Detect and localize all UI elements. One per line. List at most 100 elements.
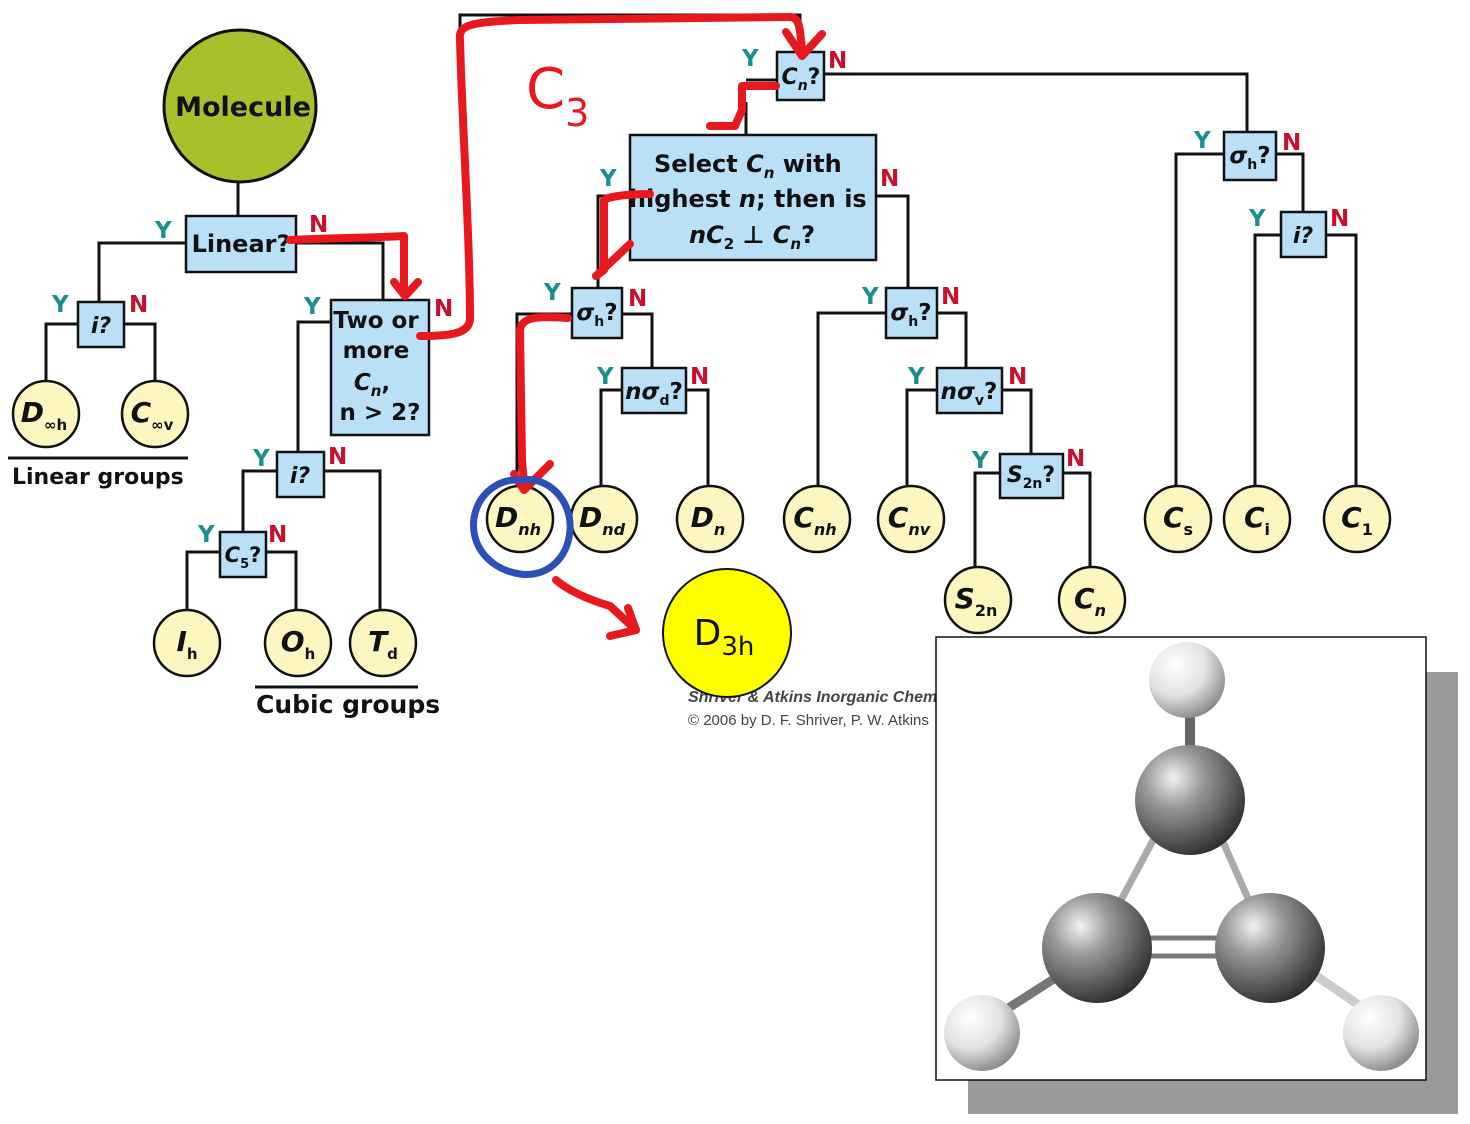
question-two-or-more: Two or more Cn, n > 2? (333, 308, 426, 426)
group-node-cnh (782, 484, 852, 554)
yes-label: Y (197, 522, 215, 548)
question-boxes (76, 50, 1328, 579)
yes-label: Y (596, 364, 614, 390)
group-label-cnh: Cnh (793, 501, 836, 539)
red-annotation-path (286, 13, 826, 640)
question-box-select-cn (628, 133, 878, 262)
yes-label: Y (907, 364, 925, 390)
hydrogen-atom (1149, 642, 1225, 718)
carbon-atom (1135, 745, 1245, 855)
question-box-i-cubic (275, 450, 326, 499)
yes-label: Y (51, 292, 69, 318)
question-box-s2n (998, 452, 1065, 500)
question-box-n-sigma-d (620, 366, 688, 415)
question-box-sigma-h-low (1222, 130, 1278, 182)
question-s2n: S2n? (1007, 463, 1055, 492)
yes-label: Y (971, 448, 989, 474)
no-label: N (1282, 130, 1301, 156)
question-texts: Cn? Linear? i? Two or more Cn, n > 2? i?… (91, 65, 1314, 572)
question-box-cn (775, 50, 826, 102)
question-n-sigma-v: nσv? (941, 379, 998, 409)
group-label-cn: Cn (1074, 582, 1106, 620)
group-node-ci (1222, 484, 1292, 554)
branch-labels: Y N Y N Y N Y N Y N Y N Y N Y N Y N Y N … (51, 46, 1349, 548)
caption-linear-groups: Linear groups (12, 465, 184, 490)
carbon-atom (1215, 893, 1325, 1003)
no-label: N (628, 286, 647, 312)
group-node-c1 (1322, 484, 1392, 554)
yes-label: Y (252, 446, 270, 472)
no-label: N (328, 444, 347, 470)
yes-label: Y (543, 280, 561, 306)
result-label-d3h: D3h (694, 613, 755, 662)
group-node-cn (1057, 565, 1127, 635)
question-box-i-low (1279, 210, 1328, 259)
group-label-oh: Oh (281, 625, 316, 663)
group-label-cinfv: C∞v (131, 396, 174, 434)
question-i-low: i? (1293, 224, 1314, 249)
question-i-linear: i? (91, 314, 112, 339)
group-label-dinfh: D∞h (21, 396, 67, 434)
group-label-ih: Ih (176, 625, 197, 663)
group-node-td (348, 608, 418, 678)
no-label: N (1330, 206, 1349, 232)
no-label: N (129, 292, 148, 318)
no-label: N (941, 284, 960, 310)
group-node-cinfv (120, 379, 190, 449)
group-node-ih (152, 608, 222, 678)
question-c5: C5? (225, 543, 262, 572)
question-box-linear (184, 214, 298, 274)
group-labels: D∞h C∞v Ih Oh Td Dnh Dnd Dn Cnh Cnv S2n … (21, 396, 1373, 663)
group-label-dn: Dn (691, 501, 726, 539)
no-label: N (309, 212, 328, 238)
yes-label: Y (1193, 128, 1211, 154)
question-box-i-linear (76, 300, 126, 349)
group-node-s2n (943, 565, 1013, 635)
hydrogen-atom (944, 995, 1020, 1071)
group-node-dinfh (11, 379, 81, 449)
no-label: N (880, 166, 899, 192)
question-box-two-or-more (329, 298, 431, 437)
group-label-dnh: Dnh (495, 501, 541, 539)
molecule-label: Molecule (175, 92, 311, 123)
group-circles (11, 379, 1392, 678)
no-label: N (268, 522, 287, 548)
group-node-cnv (876, 484, 946, 554)
yes-label: Y (1248, 206, 1266, 232)
yes-label: Y (154, 218, 172, 244)
group-label-s2n: S2n (955, 582, 998, 620)
question-select-cn: Select Cn with highest n; then is nC2 ⊥ … (629, 150, 875, 253)
question-box-sigma-h-dn (570, 286, 624, 340)
group-label-c1: C1 (1341, 501, 1373, 539)
group-label-ci: Ci (1244, 501, 1270, 539)
question-box-sigma-h-cn (884, 286, 939, 340)
blue-highlight-circle (470, 476, 574, 579)
tree-connectors (8, 13, 1358, 689)
yes-label: Y (741, 46, 759, 72)
yes-label: Y (861, 284, 879, 310)
no-label: N (828, 48, 847, 74)
group-label-cnv: Cnv (888, 501, 931, 539)
question-cn: Cn? (782, 65, 821, 94)
yes-label: Y (599, 166, 617, 192)
no-label: N (690, 364, 709, 390)
question-sigma-h-cn: σh? (890, 300, 931, 330)
caption-cubic-groups: Cubic groups (256, 690, 440, 719)
group-label-td: Td (368, 625, 398, 663)
result-node-d3h (662, 568, 792, 698)
group-node-cs (1143, 484, 1213, 554)
group-label-dnd: Dnd (579, 501, 626, 539)
no-label: N (1066, 446, 1085, 472)
group-node-oh (263, 608, 333, 678)
no-label: N (434, 296, 453, 322)
no-label: N (1008, 364, 1027, 390)
carbon-atom (1042, 893, 1152, 1003)
molecule-image-panel (935, 636, 1458, 1114)
annotation-c3: C3 (526, 57, 589, 135)
credit-copyright: © 2006 by D. F. Shriver, P. W. Atkins (688, 712, 929, 729)
molecule-node (162, 28, 318, 184)
question-sigma-h-low: σh? (1229, 143, 1270, 173)
question-box-c5 (218, 530, 268, 579)
question-sigma-h-dn: σh? (576, 300, 617, 330)
